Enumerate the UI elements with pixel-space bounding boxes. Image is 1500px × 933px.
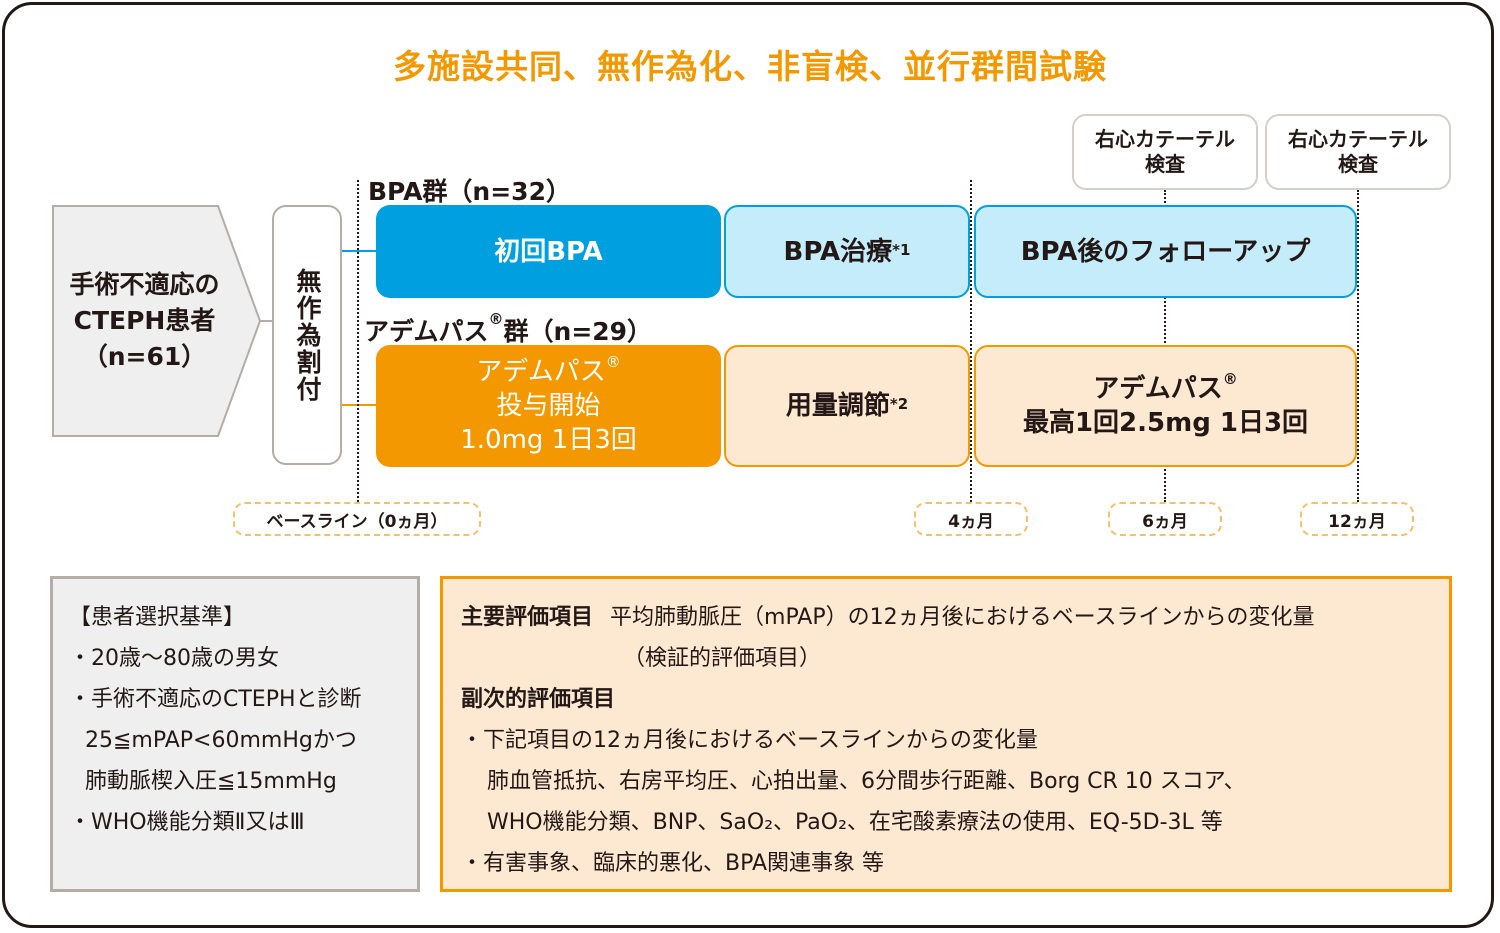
- patient-population-box: 手術不適応の CTEPH患者 （n=61）: [52, 205, 262, 437]
- timepoint-4m: 4ヵ月: [914, 502, 1028, 536]
- criteria-item: ・WHO機能分類Ⅱ又はⅢ: [69, 810, 305, 835]
- patient-population-label: 手術不適応の CTEPH患者 （n=61）: [69, 270, 220, 371]
- timepoint-12m: 12ヵ月: [1300, 502, 1414, 536]
- criteria-item: ・20歳〜80歳の男女: [69, 646, 279, 671]
- month12-dotted-line: [1357, 190, 1359, 502]
- criteria-heading: 【患者選択基準】: [69, 605, 246, 630]
- patient-criteria-box: 【患者選択基準】 ・20歳〜80歳の男女 ・手術不適応のCTEPHと診断 25≦…: [50, 576, 420, 892]
- adempas-titration-box: 用量調節*2: [724, 345, 970, 467]
- secondary-endpoint-item: WHO機能分類、BNP、SaO₂、PaO₂、在宅酸素療法の使用、EQ-5D-3L…: [487, 810, 1223, 835]
- primary-endpoint-note: （検証的評価項目）: [623, 646, 822, 671]
- timepoint-6m: 6ヵ月: [1108, 502, 1222, 536]
- bpa-connector-line: [342, 250, 376, 252]
- criteria-item: 肺動脈楔入圧≦15mmHg: [85, 769, 337, 794]
- criteria-item: ・手術不適応のCTEPHと診断: [69, 687, 362, 712]
- adempas-maintenance-box: アデムパス® 最高1回2.5mg 1日3回: [974, 345, 1357, 467]
- adempas-start-box: アデムパス® 投与開始 1.0mg 1日3回: [376, 345, 721, 467]
- primary-endpoint-label: 主要評価項目: [461, 605, 594, 630]
- adempas-group-label: アデムパス®群（n=29）: [364, 310, 653, 346]
- randomization-box: 無作為割付: [272, 205, 342, 465]
- endpoints-box: 主要評価項目 平均肺動脈圧（mPAP）の12ヵ月後におけるベースラインからの変化…: [440, 576, 1452, 892]
- primary-endpoint-text: 平均肺動脈圧（mPAP）の12ヵ月後におけるベースラインからの変化量: [610, 605, 1315, 630]
- bpa-treatment-box: BPA治療*1: [724, 205, 970, 298]
- secondary-endpoint-item: ・有害事象、臨床的悪化、BPA関連事象 等: [461, 851, 884, 876]
- bpa-group-label: BPA群（n=32）: [368, 177, 571, 206]
- baseline-dotted-line: [357, 180, 359, 502]
- bpa-followup-box: BPA後のフォローアップ: [974, 205, 1357, 298]
- secondary-endpoint-label: 副次的評価項目: [461, 687, 616, 712]
- rhc-exam-6m: 右心カテーテル検査: [1072, 114, 1258, 190]
- pentagon-arrow-shape: [52, 205, 262, 437]
- secondary-endpoint-item: 肺血管抵抗、右房平均圧、心拍出量、6分間歩行距離、Borg CR 10 スコア、: [487, 769, 1246, 794]
- bpa-initial-box: 初回BPA: [376, 205, 721, 298]
- criteria-item: 25≦mPAP<60mmHgかつ: [85, 728, 357, 753]
- timepoint-baseline: ベースライン（0ヵ月）: [233, 502, 481, 536]
- rhc-exam-12m: 右心カテーテル検査: [1265, 114, 1451, 190]
- adempas-connector-line: [342, 404, 376, 406]
- secondary-endpoint-item: ・下記項目の12ヵ月後におけるベースラインからの変化量: [461, 728, 1038, 753]
- month4-dotted-line: [970, 180, 972, 502]
- study-design-title: 多施設共同、無作為化、非盲検、並行群間試験: [393, 47, 1107, 86]
- connector-line: [260, 320, 274, 322]
